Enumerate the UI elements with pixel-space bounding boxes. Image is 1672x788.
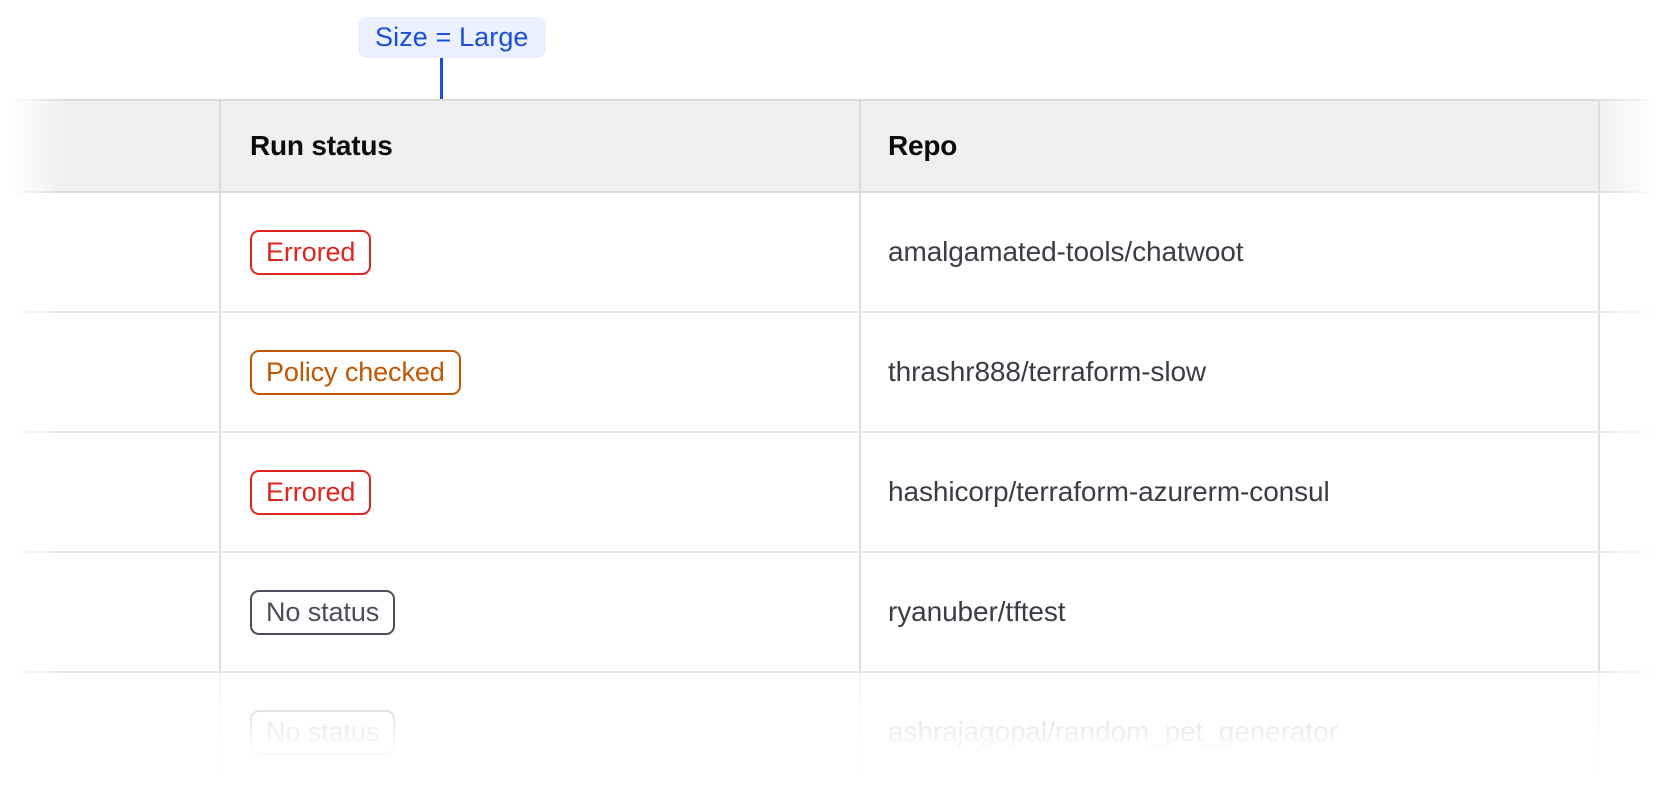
row-cell-run-status: No status [219,553,859,671]
status-badge[interactable]: No status [250,710,395,755]
header-cell-repo[interactable]: Repo [859,101,1598,191]
repo-link[interactable]: ryanuber/tftest [888,598,1065,626]
row-cell-repo: ryanuber/tftest [859,553,1598,671]
runs-table-container: Run status Repo Errored amalgamated-tools… [0,99,1672,788]
header-cell-spacer [0,101,219,191]
repo-link[interactable]: amalgamated-tools/chatwoot [888,238,1243,266]
row-cell-tail [1598,193,1672,311]
table-row[interactable]: Errored hashicorp/terraform-azurerm-consu… [0,433,1672,553]
status-badge-label: Errored [266,479,355,506]
row-cell-run-status: Errored [219,433,859,551]
row-cell-repo: amalgamated-tools/chatwoot [859,193,1598,311]
row-cell-run-status: Policy checked [219,313,859,431]
table-row[interactable]: Errored amalgamated-tools/chatwoot [0,193,1672,313]
row-cell-spacer [0,193,219,311]
row-cell-repo: thrashr888/terraform-slow [859,313,1598,431]
status-badge[interactable]: Errored [250,230,371,275]
repo-link[interactable]: hashicorp/terraform-azurerm-consul [888,478,1330,506]
row-cell-spacer [0,433,219,551]
row-cell-spacer [0,313,219,431]
status-badge-label: Errored [266,239,355,266]
row-cell-run-status: No status [219,673,859,788]
header-cell-tail [1598,101,1672,191]
table-row[interactable]: No status ashrajagopal/random_pet_generat… [0,673,1672,788]
row-cell-tail [1598,313,1672,431]
row-cell-tail [1598,673,1672,788]
row-cell-repo: hashicorp/terraform-azurerm-consul [859,433,1598,551]
row-cell-spacer [0,553,219,671]
status-badge[interactable]: Errored [250,470,371,515]
status-badge-label: No status [266,719,379,746]
table-header-row: Run status Repo [0,99,1672,193]
header-label-run-status: Run status [250,132,393,160]
status-badge[interactable]: Policy checked [250,350,461,395]
row-cell-run-status: Errored [219,193,859,311]
repo-link[interactable]: thrashr888/terraform-slow [888,358,1206,386]
row-cell-tail [1598,553,1672,671]
row-cell-tail [1598,433,1672,551]
header-label-repo: Repo [888,132,957,160]
annotation-label: Size = Large [375,24,529,51]
runs-table: Run status Repo Errored amalgamated-tools… [0,99,1672,788]
annotation-badge-size-large: Size = Large [358,17,546,58]
header-cell-run-status[interactable]: Run status [219,101,859,191]
table-body: Errored amalgamated-tools/chatwootPolicy … [0,193,1672,788]
status-badge[interactable]: No status [250,590,395,635]
table-row[interactable]: Policy checked thrashr888/terraform-slow [0,313,1672,433]
status-badge-label: Policy checked [266,359,445,386]
row-cell-spacer [0,673,219,788]
table-row[interactable]: No status ryanuber/tftest [0,553,1672,673]
status-badge-label: No status [266,599,379,626]
row-cell-repo: ashrajagopal/random_pet_generator [859,673,1598,788]
repo-link[interactable]: ashrajagopal/random_pet_generator [888,718,1338,746]
